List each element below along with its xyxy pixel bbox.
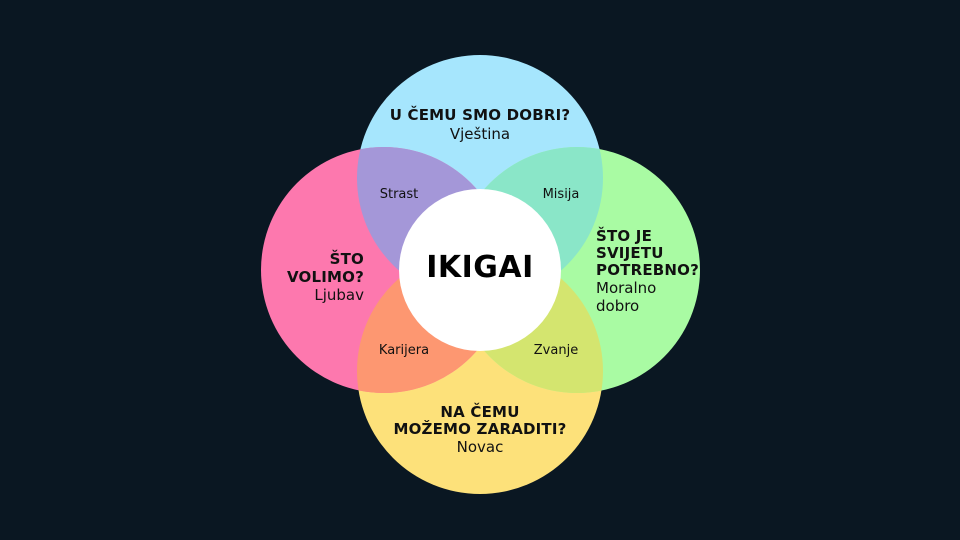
center-title: IKIGAI xyxy=(426,250,534,285)
overlap-label-zvanje: Zvanje xyxy=(533,343,579,358)
left-question-line2: VOLIMO? xyxy=(286,268,364,286)
left-answer: Ljubav xyxy=(314,286,364,304)
overlap-label-misija: Misija xyxy=(542,187,580,202)
right-question-line1: ŠTO JE xyxy=(596,227,653,245)
top-answer: Vještina xyxy=(449,125,511,143)
bottom-question-line1: NA ČEMU xyxy=(440,403,520,421)
right-question-line3: POTREBNO? xyxy=(596,261,700,279)
bottom-answer: Novac xyxy=(456,438,504,456)
overlap-label-karijera: Karijera xyxy=(378,343,430,358)
bottom-question-line2: MOŽEMO ZARADITI? xyxy=(393,420,567,438)
right-answer-line2: dobro xyxy=(596,297,640,315)
left-question-line1: ŠTO xyxy=(329,250,364,268)
right-answer-line1: Moralno xyxy=(596,279,657,297)
overlap-label-strast: Strast xyxy=(379,187,419,202)
center-circle xyxy=(399,189,561,351)
top-question: U ČEMU SMO DOBRI? xyxy=(389,106,571,124)
right-question-line2: SVIJETU xyxy=(596,244,664,262)
